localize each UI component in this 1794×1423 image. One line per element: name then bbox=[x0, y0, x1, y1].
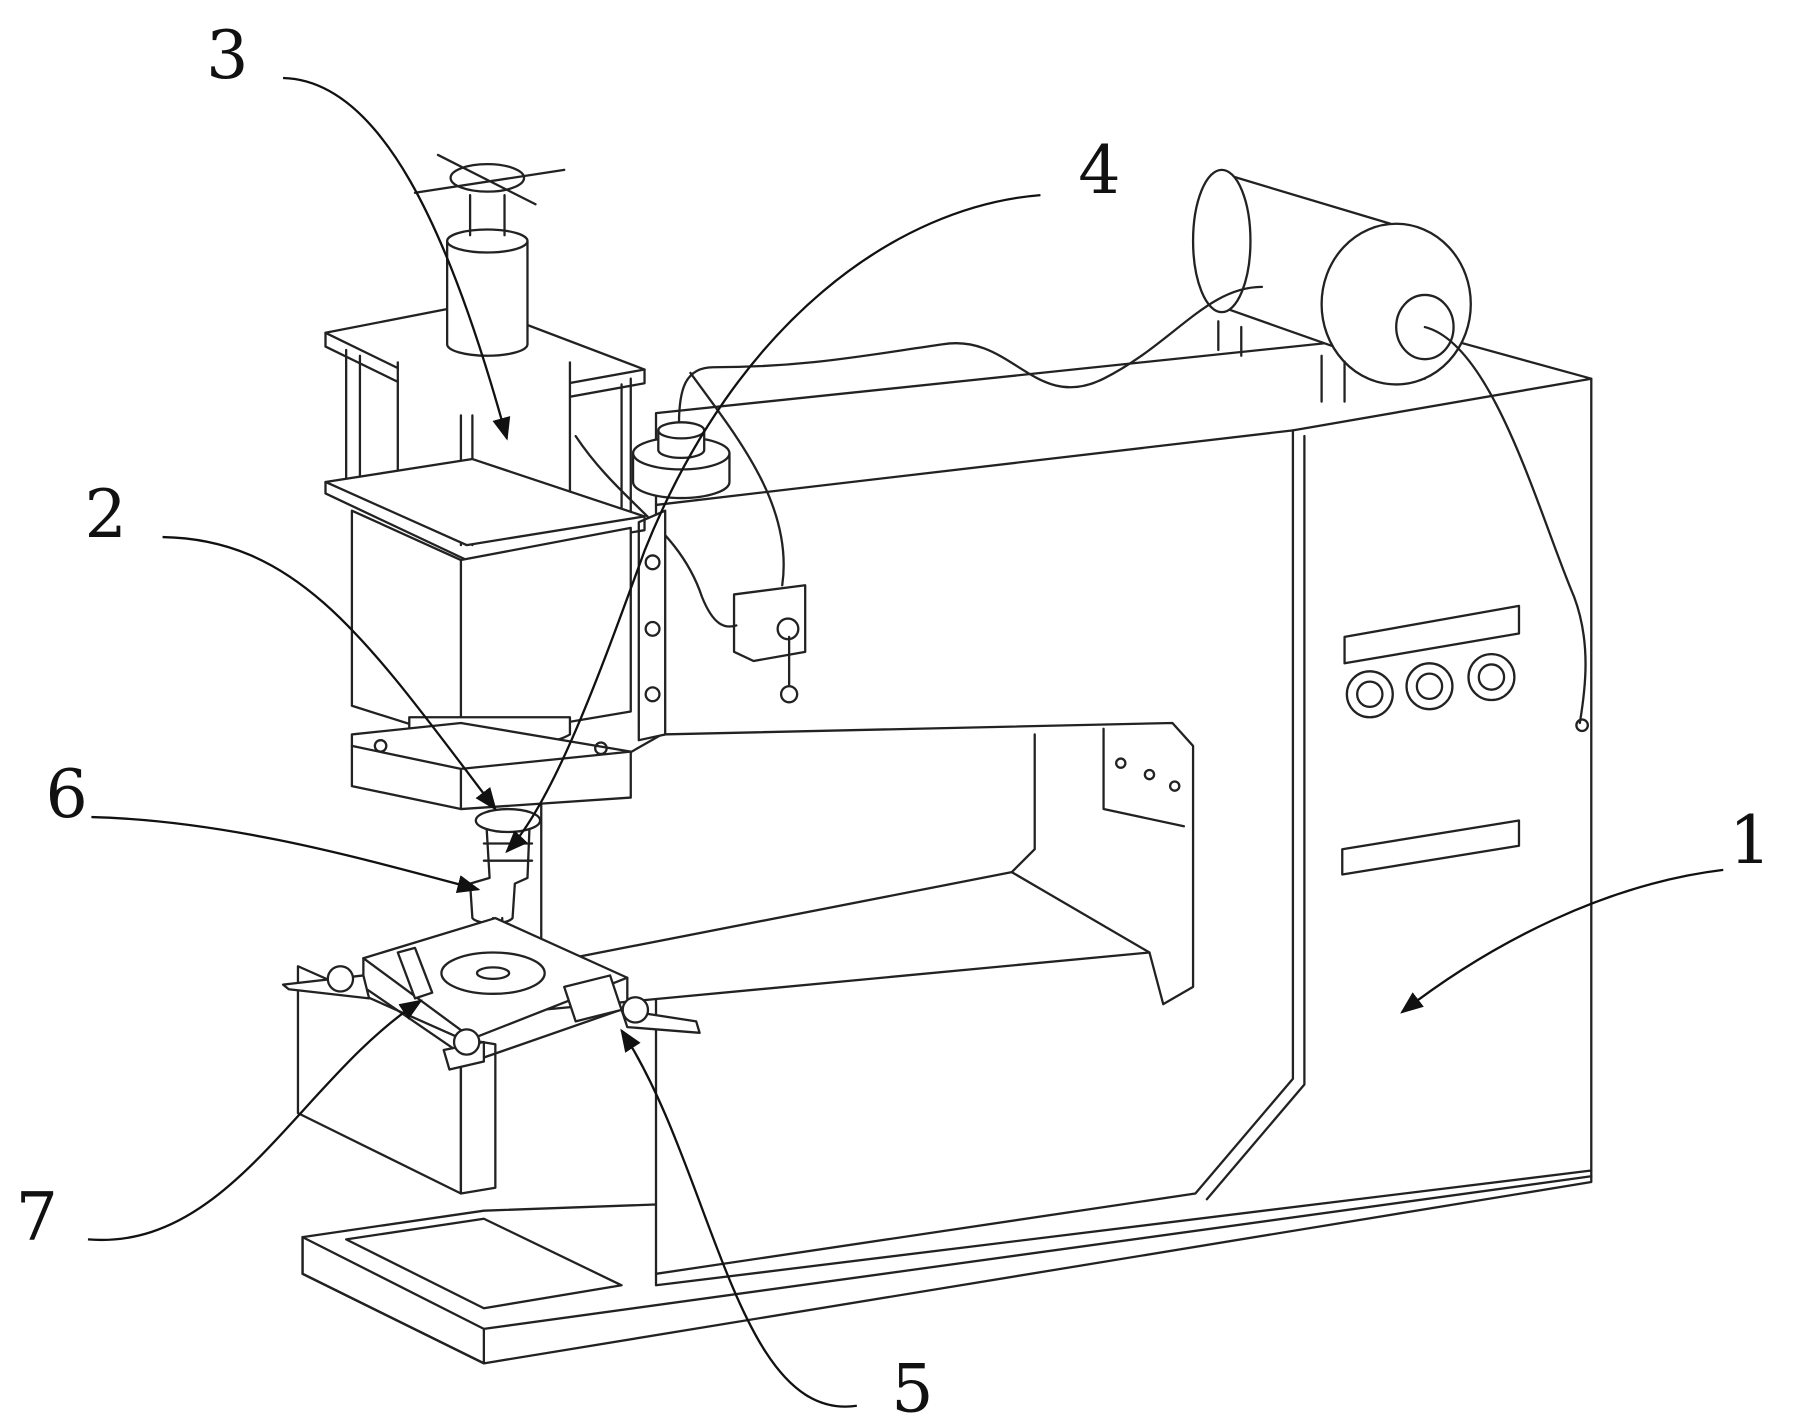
label-5: 5 bbox=[891, 1350, 933, 1423]
label-4: 4 bbox=[1078, 131, 1120, 209]
label-6: 6 bbox=[45, 755, 87, 833]
label-3: 3 bbox=[206, 16, 248, 94]
cylinder-assembly bbox=[326, 155, 645, 560]
label-1: 1 bbox=[1729, 801, 1771, 879]
label-7: 7 bbox=[16, 1177, 58, 1255]
label-2: 2 bbox=[85, 475, 127, 553]
mount-plate bbox=[639, 511, 665, 741]
leader-6 bbox=[91, 817, 478, 889]
head-housing bbox=[352, 511, 631, 809]
